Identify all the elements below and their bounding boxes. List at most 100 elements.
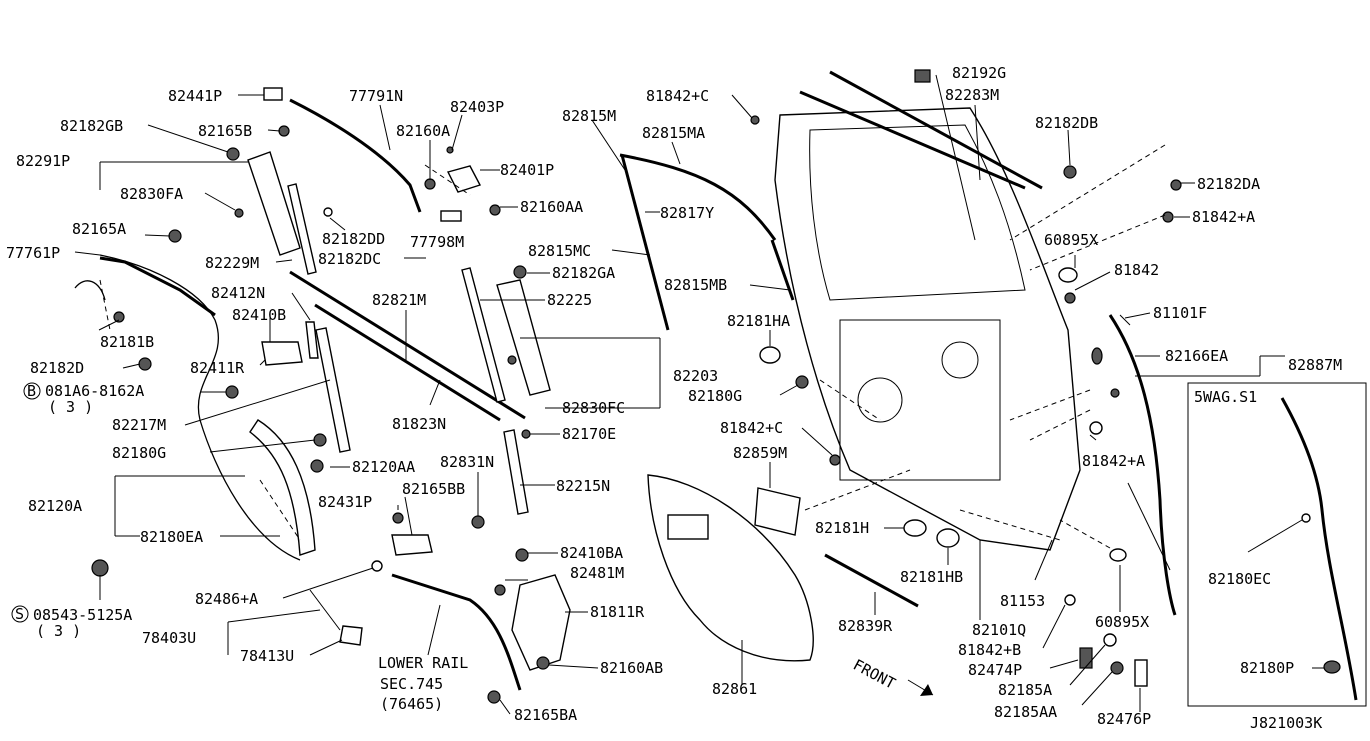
strip-82217m bbox=[315, 327, 351, 453]
label-81811r: 81811R bbox=[590, 603, 645, 621]
label-82481m: 82481M bbox=[570, 564, 624, 582]
trim-handle bbox=[667, 514, 709, 540]
weatherstrip-tip bbox=[1119, 314, 1131, 326]
clip-81842a-mid bbox=[1089, 421, 1103, 435]
label-81842: 81842 bbox=[1114, 261, 1159, 279]
label-81842a-top: 81842+A bbox=[1192, 208, 1255, 226]
label-81842c-mid: 81842+C bbox=[720, 419, 783, 437]
bracket-82431p bbox=[391, 534, 433, 556]
strip-82839r bbox=[824, 553, 919, 608]
clip-82830fc bbox=[507, 355, 517, 365]
label-82887m: 82887M bbox=[1288, 356, 1342, 374]
door-shell-82101q bbox=[774, 107, 1081, 551]
clip-82182da bbox=[1170, 179, 1182, 191]
bumper-82476p bbox=[1134, 659, 1148, 687]
label-82181h: 82181H bbox=[815, 519, 869, 537]
screw-08543 bbox=[91, 559, 109, 577]
inset-clip bbox=[1301, 513, 1311, 523]
clip-81842a-top bbox=[1162, 211, 1174, 223]
label-60895x-top: 60895X bbox=[1044, 231, 1098, 249]
label-82165b: 82165B bbox=[198, 122, 252, 140]
nut-82182gb bbox=[226, 147, 240, 161]
inset-plug bbox=[1323, 660, 1341, 674]
label-82410ba: 82410BA bbox=[560, 544, 623, 562]
bolt-82410ba bbox=[515, 548, 529, 562]
bolt-82165a bbox=[168, 229, 182, 243]
clip-81842c-top bbox=[750, 115, 760, 125]
label-82166ea: 82166EA bbox=[1165, 347, 1228, 365]
label-82120aa: 82120AA bbox=[352, 458, 415, 476]
label-82486a: 82486+A bbox=[195, 590, 258, 608]
clip-77798m bbox=[440, 210, 462, 222]
clip-82192g bbox=[914, 69, 931, 83]
label-81153: 81153 bbox=[1000, 592, 1045, 610]
label-82411r: 82411R bbox=[190, 359, 245, 377]
bolt-82120aa bbox=[310, 459, 324, 473]
screw-s-mark bbox=[11, 605, 29, 623]
clip-81101f bbox=[1091, 347, 1103, 365]
label-lower-rail-1: LOWER RAIL bbox=[378, 654, 468, 672]
cable-end-78413u bbox=[339, 625, 363, 646]
weatherstrip-82887m bbox=[1108, 314, 1177, 616]
label-60895x-bot: 60895X bbox=[1095, 613, 1149, 631]
label-82225: 82225 bbox=[547, 291, 592, 309]
bolt-b-mark bbox=[23, 382, 41, 400]
clip-82170e bbox=[521, 429, 531, 439]
label-82160ab: 82160AB bbox=[600, 659, 663, 677]
bolt-82165b bbox=[278, 125, 290, 137]
rail-77761p bbox=[99, 256, 216, 317]
bracket-82291p bbox=[247, 151, 301, 256]
bolt-82185aa bbox=[1110, 661, 1124, 675]
door-motor bbox=[941, 341, 979, 379]
label-82170e: 82170E bbox=[562, 425, 616, 443]
lower-rail bbox=[391, 573, 522, 691]
cable-82217m bbox=[99, 254, 301, 561]
bolt-82165bb bbox=[392, 512, 404, 524]
leader-lines bbox=[74, 74, 1324, 715]
lock-81811r bbox=[511, 574, 571, 671]
label-82180ea: 82180EA bbox=[140, 528, 203, 546]
door-regulator bbox=[857, 377, 903, 423]
label-lower-rail-2: SEC.745 bbox=[380, 675, 443, 693]
rail-82831n bbox=[249, 419, 316, 556]
label-82182dc: 82182DC bbox=[318, 250, 381, 268]
seal-82283m bbox=[829, 70, 1043, 190]
clip-82481m bbox=[494, 584, 506, 596]
front-arrow-head bbox=[920, 684, 933, 696]
bolt-081a6 bbox=[225, 385, 239, 399]
label-82412n: 82412N bbox=[211, 284, 265, 302]
bolt-82180g-mid bbox=[795, 375, 809, 389]
label-diagram-id: J821003K bbox=[1250, 714, 1322, 732]
clip-82441p bbox=[263, 87, 283, 101]
label-lower-rail-3: (76465) bbox=[380, 695, 443, 713]
plug-60895x-top bbox=[1058, 267, 1078, 283]
clip-81842b bbox=[1064, 594, 1076, 606]
strip-82229m bbox=[287, 183, 317, 275]
label-081a6-8162a: 081A6-8162A bbox=[45, 382, 144, 400]
bolt-82160aa bbox=[489, 204, 501, 216]
dashed-lines bbox=[99, 144, 1166, 549]
label-82831n: 82120A bbox=[28, 497, 82, 515]
label-82476p: 82476P bbox=[1097, 710, 1151, 728]
label-78403u: 78403U bbox=[142, 629, 196, 647]
label-82431p: 82165BB bbox=[402, 480, 465, 498]
clip-82486a bbox=[371, 560, 383, 572]
wire-82181b bbox=[74, 280, 106, 301]
cable-78403u bbox=[309, 589, 341, 631]
label-81842a-mid: 81842+A bbox=[1082, 452, 1145, 470]
label-82859m: 82859M bbox=[733, 444, 787, 462]
label-82474p: 82474P bbox=[968, 661, 1022, 679]
inset-frame bbox=[1187, 382, 1367, 707]
bolt-82165ba bbox=[487, 690, 501, 704]
inset-title: 5WAG.S1 bbox=[1194, 388, 1257, 406]
door-window-opening bbox=[809, 124, 1026, 301]
label-82160aa: 82160AA bbox=[520, 198, 583, 216]
bumper-82474p bbox=[1079, 647, 1093, 669]
label-82181ha: 82181HA bbox=[727, 312, 790, 330]
bolt-82182d bbox=[138, 357, 152, 371]
pad-82859m bbox=[754, 487, 801, 536]
label-82830fa: 82830FA bbox=[120, 185, 183, 203]
label-82120a: 82831N bbox=[440, 453, 494, 471]
plug-82181h bbox=[903, 519, 927, 537]
